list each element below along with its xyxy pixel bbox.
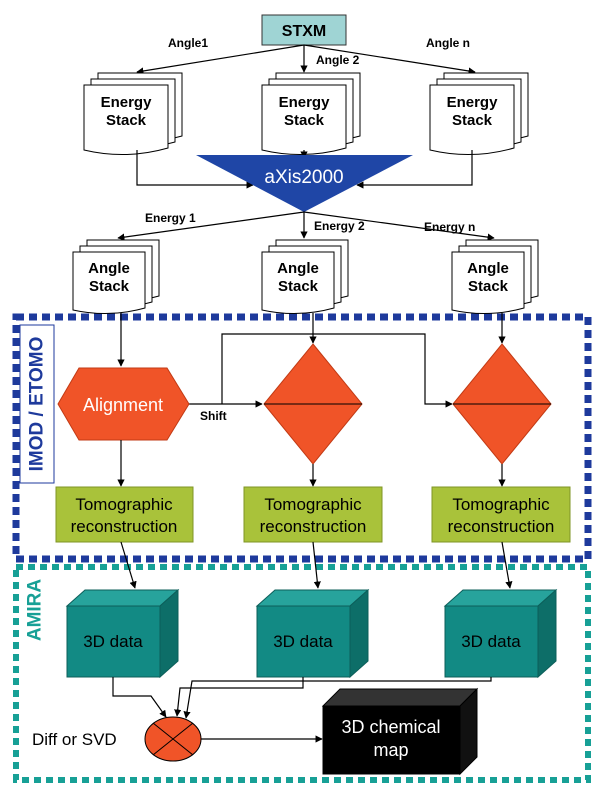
angle-stack-2-line2: Stack: [278, 278, 319, 295]
recon-1-line1: Tomographic: [75, 495, 173, 514]
arrow-stack-n-to-axis: [356, 150, 473, 189]
3d-chemical-map-box: 3D chemical map: [321, 687, 479, 776]
energy-stack-2-line1: Energy: [279, 94, 331, 111]
arrow-recon-n-to-data-n: [501, 541, 513, 589]
energy-stack-n-line2: Stack: [452, 112, 493, 129]
energy-n-label: Energy n: [424, 220, 475, 234]
energy-stack-2: Energy Stack: [261, 72, 361, 155]
angle-stack-n: Angle Stack: [451, 239, 539, 315]
3d-data-1-label: 3D data: [83, 632, 143, 651]
diff-svd-cross-b: [152, 722, 194, 756]
output-line1: 3D chemical: [341, 717, 440, 737]
shift-branch-line: [221, 333, 453, 408]
3d-data-n-label: 3D data: [461, 632, 521, 651]
energy-stack-1-line2: Stack: [106, 112, 147, 129]
angle-stack-1-line1: Angle: [88, 260, 130, 277]
output-line2: map: [373, 740, 408, 760]
arrow-stxm-to-stack-1: [136, 44, 305, 75]
energy-stack-n-line1: Energy: [447, 94, 499, 111]
energy-stack-1: Energy Stack: [83, 72, 183, 155]
angle-stack-n-line1: Angle: [467, 260, 509, 277]
amira-title: AMIRA: [25, 579, 46, 642]
recon-2-line2: reconstruction: [260, 517, 367, 536]
angle-stack-1: Angle Stack: [72, 239, 160, 315]
energy-stack-n: Energy Stack: [429, 72, 529, 155]
energy-1-label: Energy 1: [145, 211, 196, 225]
angle-2-label: Angle 2: [316, 53, 360, 67]
arrow-axis-to-angle-stack-n: [303, 211, 495, 241]
alignment-label: Alignment: [83, 395, 163, 415]
angle-stack-2: Angle Stack: [261, 239, 349, 315]
arrow-recon-1-to-data-1: [120, 541, 137, 589]
diff-svd-label: Diff or SVD: [32, 730, 117, 749]
angle-stack-n-line2: Stack: [468, 278, 509, 295]
arrow-axis-to-angle-stack-1: [117, 211, 305, 241]
recon-n-line2: reconstruction: [448, 517, 555, 536]
tomographic-reconstruction-1: Tomographic reconstruction: [55, 486, 194, 543]
arrow-data-2-to-diff: [174, 677, 304, 717]
recon-n-line1: Tomographic: [452, 495, 550, 514]
axis2000-triangle: [196, 155, 413, 212]
arrow-stack-1-to-axis: [136, 150, 254, 189]
shift-label: Shift: [200, 409, 227, 423]
imod-etomo-title: IMOD / ETOMO: [27, 337, 48, 472]
3d-data-cube-1: 3D data: [65, 588, 180, 679]
arrow-stxm-to-stack-n: [303, 44, 476, 75]
imod-etomo-label-box: [19, 324, 55, 484]
alignment-hexagon: [57, 367, 190, 441]
amira-section: [13, 564, 591, 783]
angle-stack-1-line2: Stack: [89, 278, 130, 295]
energy-stack-1-line1: Energy: [101, 94, 153, 111]
angle-1-label: Angle1: [168, 36, 208, 50]
tomographic-reconstruction-n: Tomographic reconstruction: [431, 486, 571, 543]
angle-n-label: Angle n: [426, 36, 470, 50]
recon-1-line2: reconstruction: [71, 517, 178, 536]
arrow-recon-2-to-data-2: [312, 541, 321, 589]
recon-2-line1: Tomographic: [264, 495, 362, 514]
arrow-data-n-to-diff: [183, 677, 492, 719]
energy-2-label: Energy 2: [314, 219, 365, 233]
angle-stack-2-line1: Angle: [277, 260, 319, 277]
stxm-label: STXM: [282, 23, 326, 40]
tomographic-reconstruction-2: Tomographic reconstruction: [243, 486, 383, 543]
arrow-data-1-to-diff: [112, 677, 167, 718]
3d-data-cube-n: 3D data: [443, 588, 558, 679]
axis2000-label: aXis2000: [264, 167, 343, 188]
energy-stack-2-line2: Stack: [284, 112, 325, 129]
imod-etomo-section: [12, 313, 592, 563]
3d-data-cube-2: 3D data: [255, 588, 370, 679]
3d-data-2-label: 3D data: [273, 632, 333, 651]
